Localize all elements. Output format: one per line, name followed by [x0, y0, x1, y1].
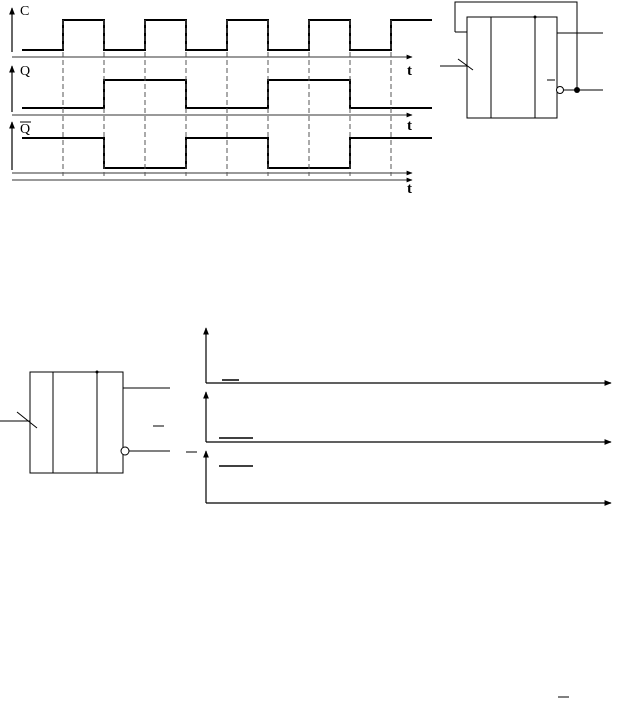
timing-markers — [62, 20, 392, 176]
flip-flop-bottom — [0, 370, 170, 474]
flip-flop-feedback — [440, 1, 603, 119]
c-time-label: t — [407, 63, 412, 79]
q-signal-label: Q — [20, 64, 30, 79]
flip-flop2-corner-dot — [95, 370, 99, 374]
qbar-time-label: t — [407, 181, 412, 197]
c-signal-label: C — [20, 4, 29, 19]
blank-timing-axes — [186, 327, 612, 506]
clock2-edge-tick — [16, 411, 38, 429]
inverter2-bubble — [120, 446, 130, 456]
feedback-wire — [454, 1, 578, 90]
timing-diagram: C t Q t Q t — [9, 4, 432, 197]
junction-dot — [574, 87, 580, 93]
qbar-signal-label: Q — [20, 122, 30, 137]
flip-flop-corner-dot — [533, 15, 537, 19]
flip-flop-body — [466, 16, 558, 119]
clock-edge-tick — [457, 58, 474, 71]
flip-flop2-body — [29, 371, 124, 474]
q-time-label: t — [407, 118, 412, 134]
inverter-bubble — [556, 86, 564, 94]
